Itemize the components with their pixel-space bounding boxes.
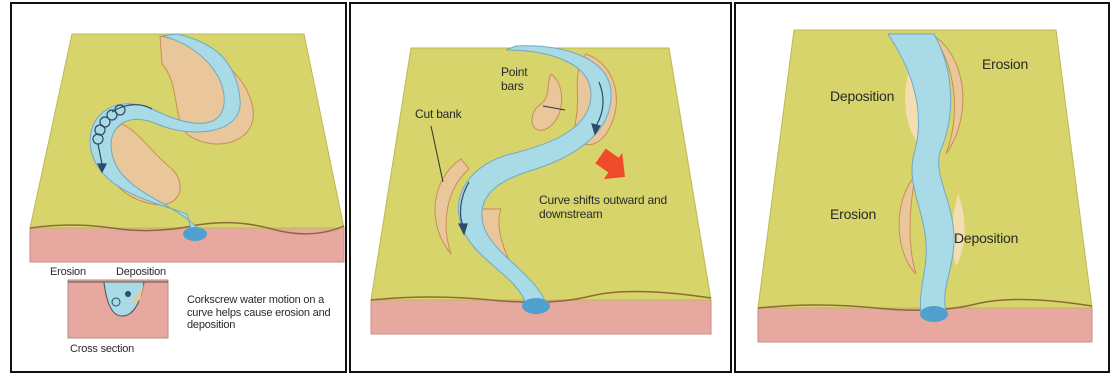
panel-erosion-deposition: Deposition Erosion Erosion Deposition: [734, 2, 1110, 373]
panel-corkscrew-motion: Erosion Deposition Cross section Corkscr…: [10, 2, 347, 373]
label-curve-shift: Curve shifts outward and downstream: [539, 194, 689, 222]
label-erosion-bottom: Erosion: [830, 206, 876, 222]
label-deposition-bottom: Deposition: [954, 230, 1018, 246]
label-erosion-top: Erosion: [982, 56, 1028, 72]
caption-corkscrew: Corkscrew water motion on a curve helps …: [187, 294, 337, 332]
label-deposition: Deposition: [116, 266, 166, 279]
river-outlet: [522, 298, 550, 314]
label-deposition-top: Deposition: [830, 88, 894, 104]
river-outlet: [920, 306, 948, 322]
cross-section-inset: [68, 280, 168, 338]
river-outlet: [183, 227, 207, 241]
panel-point-bars: Point bars Cut bank Curve shifts outward…: [349, 2, 732, 373]
label-erosion: Erosion: [50, 266, 86, 279]
meander-block-diagram-3: [736, 4, 1110, 373]
meander-block-diagram-2: [351, 4, 732, 373]
label-cut-bank: Cut bank: [415, 108, 461, 122]
label-point-bars: Point bars: [501, 66, 549, 94]
label-cross-section: Cross section: [70, 343, 134, 356]
